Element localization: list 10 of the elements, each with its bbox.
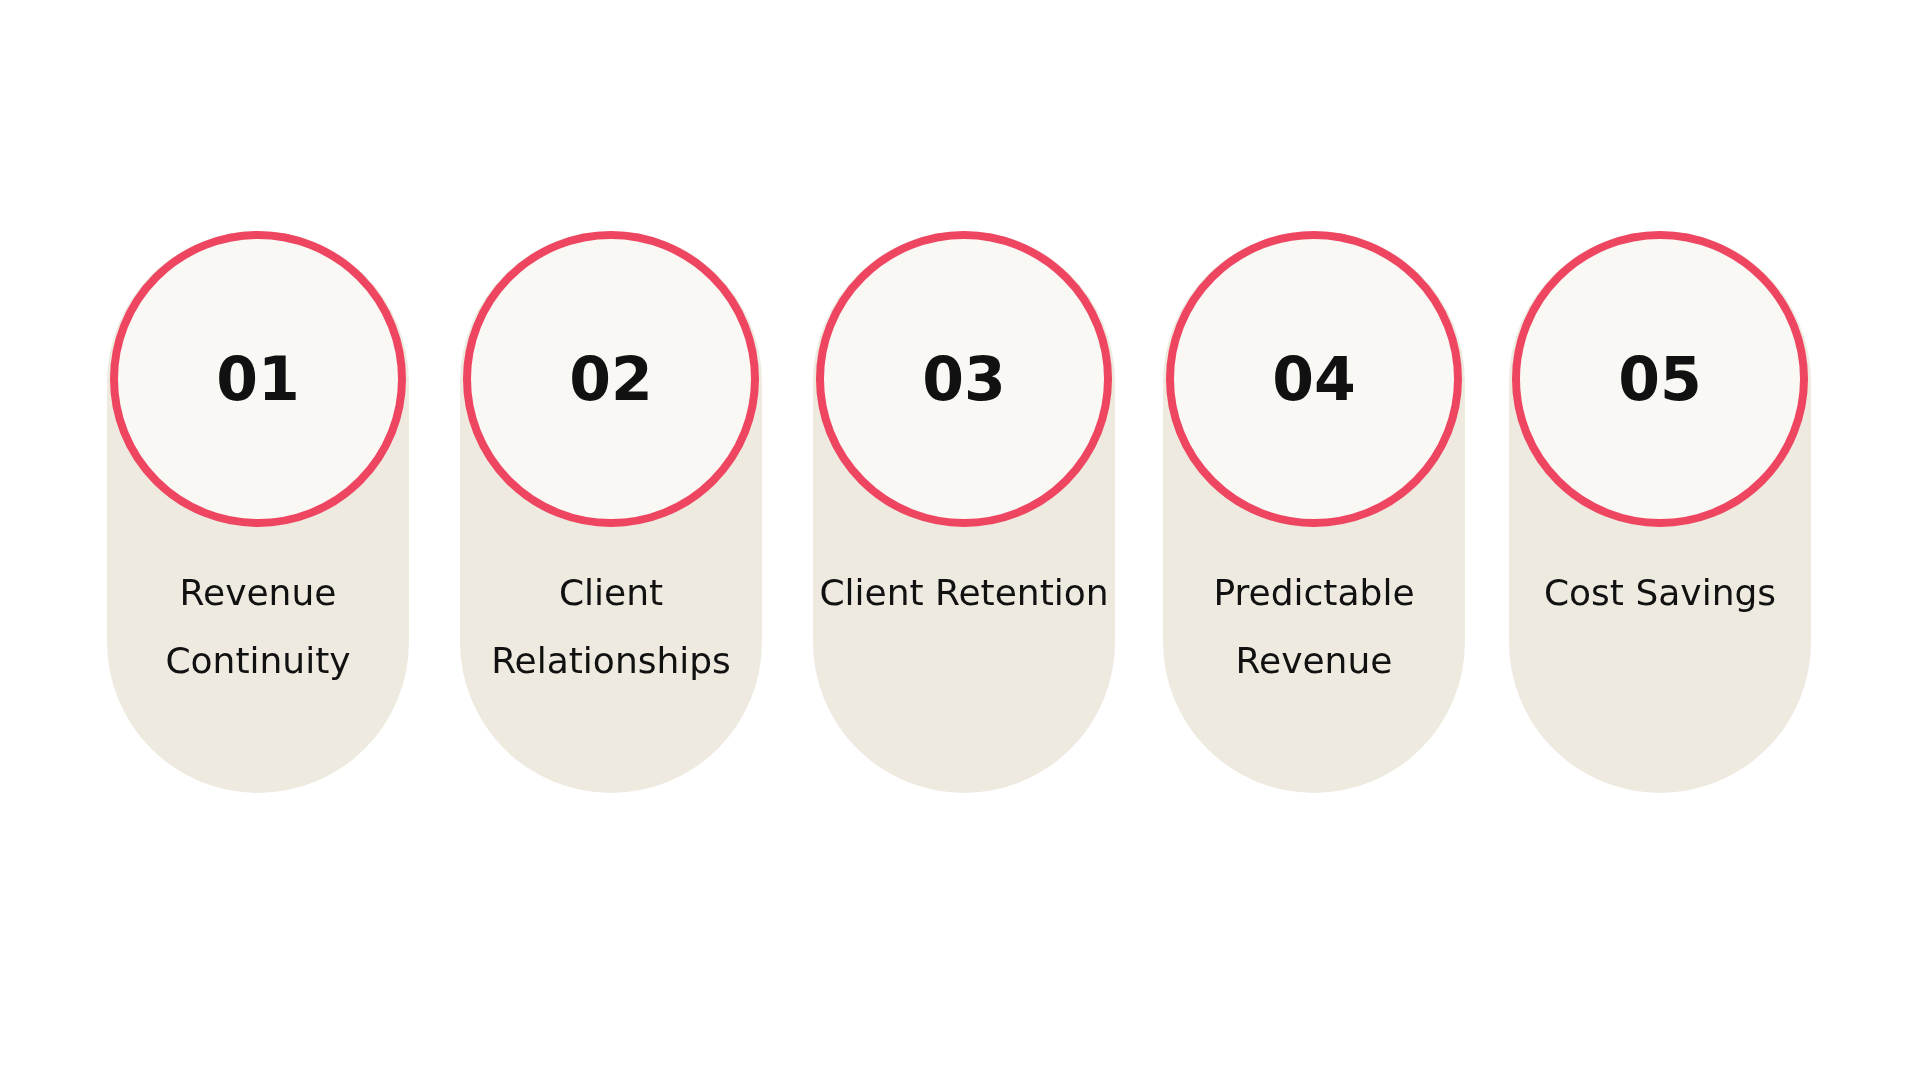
- step-label: Client Retention: [818, 571, 1110, 615]
- step-number: 03: [922, 344, 1006, 414]
- step-label: Cost Savings: [1542, 571, 1778, 615]
- step-label: Client Relationships: [490, 571, 732, 683]
- step-label: Revenue Continuity: [164, 571, 352, 683]
- step-number: 05: [1618, 344, 1702, 414]
- step-number: 04: [1272, 344, 1356, 414]
- step-number: 02: [569, 344, 653, 414]
- step-number: 01: [216, 344, 300, 414]
- step-label: Predictable Revenue: [1212, 571, 1416, 683]
